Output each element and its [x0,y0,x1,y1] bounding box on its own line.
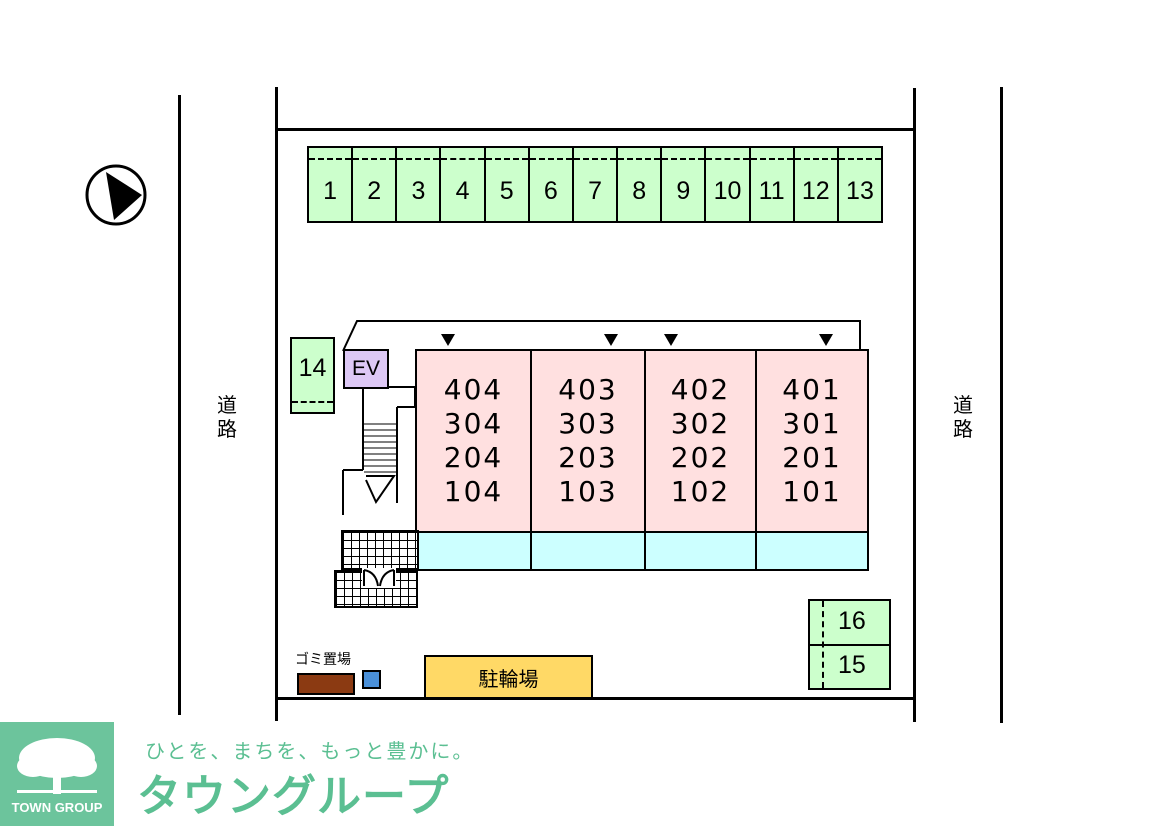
parking-row: 1 2 3 4 5 6 7 8 9 10 11 12 13 [307,146,883,223]
entrance-marker-icon [441,334,455,346]
unit-column: 402 302 202 102 [646,351,757,531]
parking-slot: 13 [838,148,882,221]
room-number: 203 [558,441,618,474]
parking-slot-label: 14 [298,354,327,382]
road-label-right: 道路 [953,393,973,441]
building-corridor [342,320,861,515]
balcony [757,533,867,569]
garbage-area [297,673,355,695]
room-number: 403 [558,373,618,406]
slogan: ひとを、まちを、もっと豊かに。 [145,739,475,763]
room-number: 401 [782,373,842,406]
room-number: 202 [670,441,731,474]
building-units: 404 304 204 104 403 303 203 103 402 302 … [415,349,869,533]
parking-divider [810,644,889,646]
balcony [532,533,646,569]
parking-divider [292,401,333,403]
road-right-edge [1000,87,1003,723]
room-number: 104 [443,475,504,508]
garbage-label: ゴミ置場 [295,652,351,668]
site-boundary-right [913,88,916,722]
parking-slot-14: 14 [290,337,335,414]
parking-slot: 6 [529,148,574,221]
entrance-marker-icon [604,334,618,346]
entrance-door-icon [362,568,396,588]
entrance-markers [441,334,833,346]
parking-slot-16: 16 [838,607,866,635]
utility-box [362,670,381,689]
parking-slot: 1 [309,148,354,221]
elevator: EV [343,349,389,389]
logo-text: TOWN GROUP [11,800,103,815]
tree-icon [17,738,97,794]
entrance-tile [341,530,419,570]
parking-slot: 3 [397,148,442,221]
parking-slot: 11 [750,148,795,221]
room-number: 404 [443,373,504,406]
parking-slot-15: 15 [838,651,866,679]
entrance-marker-icon [664,334,678,346]
staircase-icon [364,423,398,505]
room-number: 303 [558,407,618,440]
parking-slot: 12 [794,148,839,221]
elevator-label: EV [351,357,380,380]
room-number: 302 [670,407,731,440]
room-number: 304 [443,407,504,440]
north-arrow-icon [85,164,147,226]
balcony [417,533,532,569]
bike-parking-label: 駐輪場 [478,666,539,691]
bike-parking: 駐輪場 [424,655,593,699]
site-boundary-bottom [275,697,916,700]
unit-column: 403 303 203 103 [532,351,646,531]
town-group-logo [0,722,114,826]
brand-name: タウングループ [137,771,450,822]
parking-slot: 2 [353,148,398,221]
room-number: 301 [782,407,842,440]
room-number: 103 [558,475,618,508]
entrance-marker-icon [819,334,833,346]
balcony [646,533,757,569]
road-left-edge [178,95,181,715]
parking-slot: 4 [441,148,486,221]
parking-divider [822,601,824,688]
north-arrow [84,163,148,227]
parking-slot: 10 [706,148,751,221]
parking-slot: 5 [485,148,530,221]
balconies [415,531,869,571]
room-number: 204 [443,441,504,474]
parking-slot: 7 [573,148,619,221]
parking-slot: 9 [662,148,707,221]
site-boundary-left [275,87,278,721]
unit-column: 404 304 204 104 [417,351,532,531]
parking-slot: 8 [618,148,663,221]
room-number: 101 [782,475,842,508]
room-number: 102 [670,475,731,508]
road-label-left: 道路 [217,393,237,441]
parking-pair: 16 15 [808,599,891,690]
room-number: 402 [670,373,731,406]
unit-column: 401 301 201 101 [757,351,867,531]
site-boundary-top [275,128,916,131]
room-number: 201 [782,441,842,474]
